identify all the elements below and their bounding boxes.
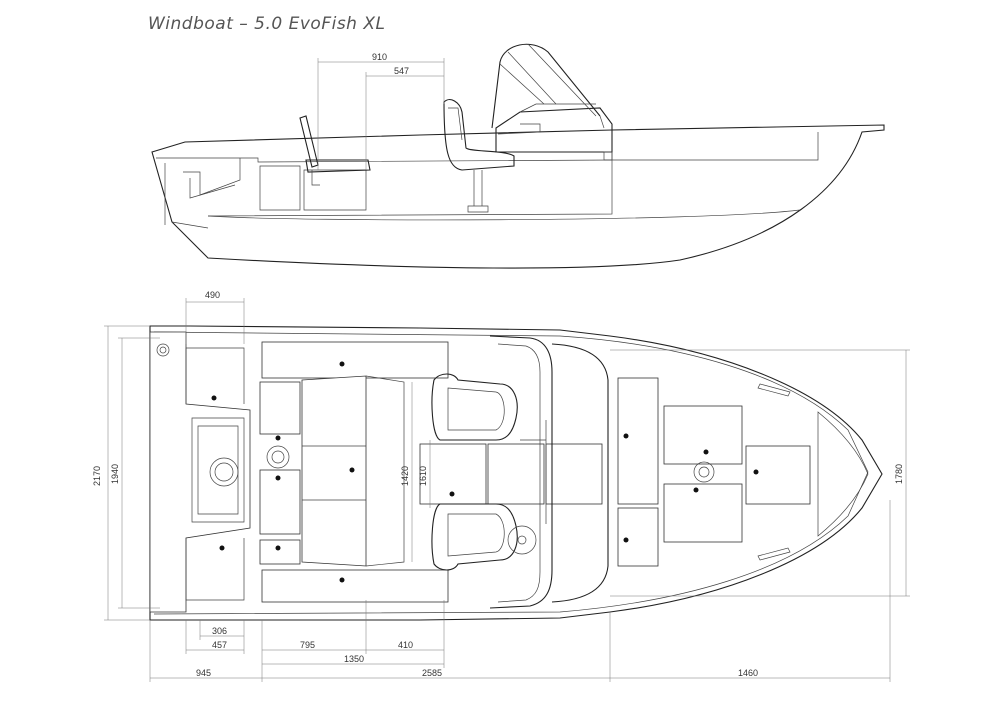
top-helm-seat-2	[431, 503, 518, 571]
top-hull-outline	[149, 325, 883, 621]
dim-410: 410	[398, 640, 413, 650]
top-view	[149, 325, 883, 621]
locker-hatch	[259, 539, 301, 565]
drawing-title: Windboat – 5.0 EvoFish XL	[148, 14, 386, 34]
dim-1610: 1610	[418, 466, 428, 486]
top-helm-seat-1	[431, 373, 518, 441]
dim-306: 306	[212, 626, 227, 636]
dim-1350: 1350	[344, 654, 364, 664]
dim-910: 910	[372, 52, 387, 62]
side-windscreen	[491, 43, 601, 129]
dim-457: 457	[212, 640, 227, 650]
deck-panel	[261, 341, 449, 379]
locker-hatch	[259, 469, 301, 535]
dim-795: 795	[300, 640, 315, 650]
dimension-lines	[104, 298, 910, 682]
dim-1940: 1940	[110, 464, 120, 484]
side-rear-seat	[299, 115, 319, 168]
side-helm-seat	[443, 99, 515, 171]
dim-2585: 2585	[422, 668, 442, 678]
steering-wheel	[507, 525, 537, 555]
dim-1460: 1460	[738, 668, 758, 678]
dim-1780: 1780	[894, 464, 904, 484]
dim-2170: 2170	[92, 466, 102, 486]
dim-945: 945	[196, 668, 211, 678]
deck-panel	[261, 569, 449, 603]
side-view: 910 547	[151, 43, 885, 269]
dim-1420: 1420	[400, 466, 410, 486]
top-windscreen	[489, 335, 553, 609]
dim-490: 490	[205, 290, 220, 300]
side-hull	[151, 124, 885, 269]
dim-547: 547	[394, 66, 409, 76]
locker-hatch	[259, 381, 301, 435]
